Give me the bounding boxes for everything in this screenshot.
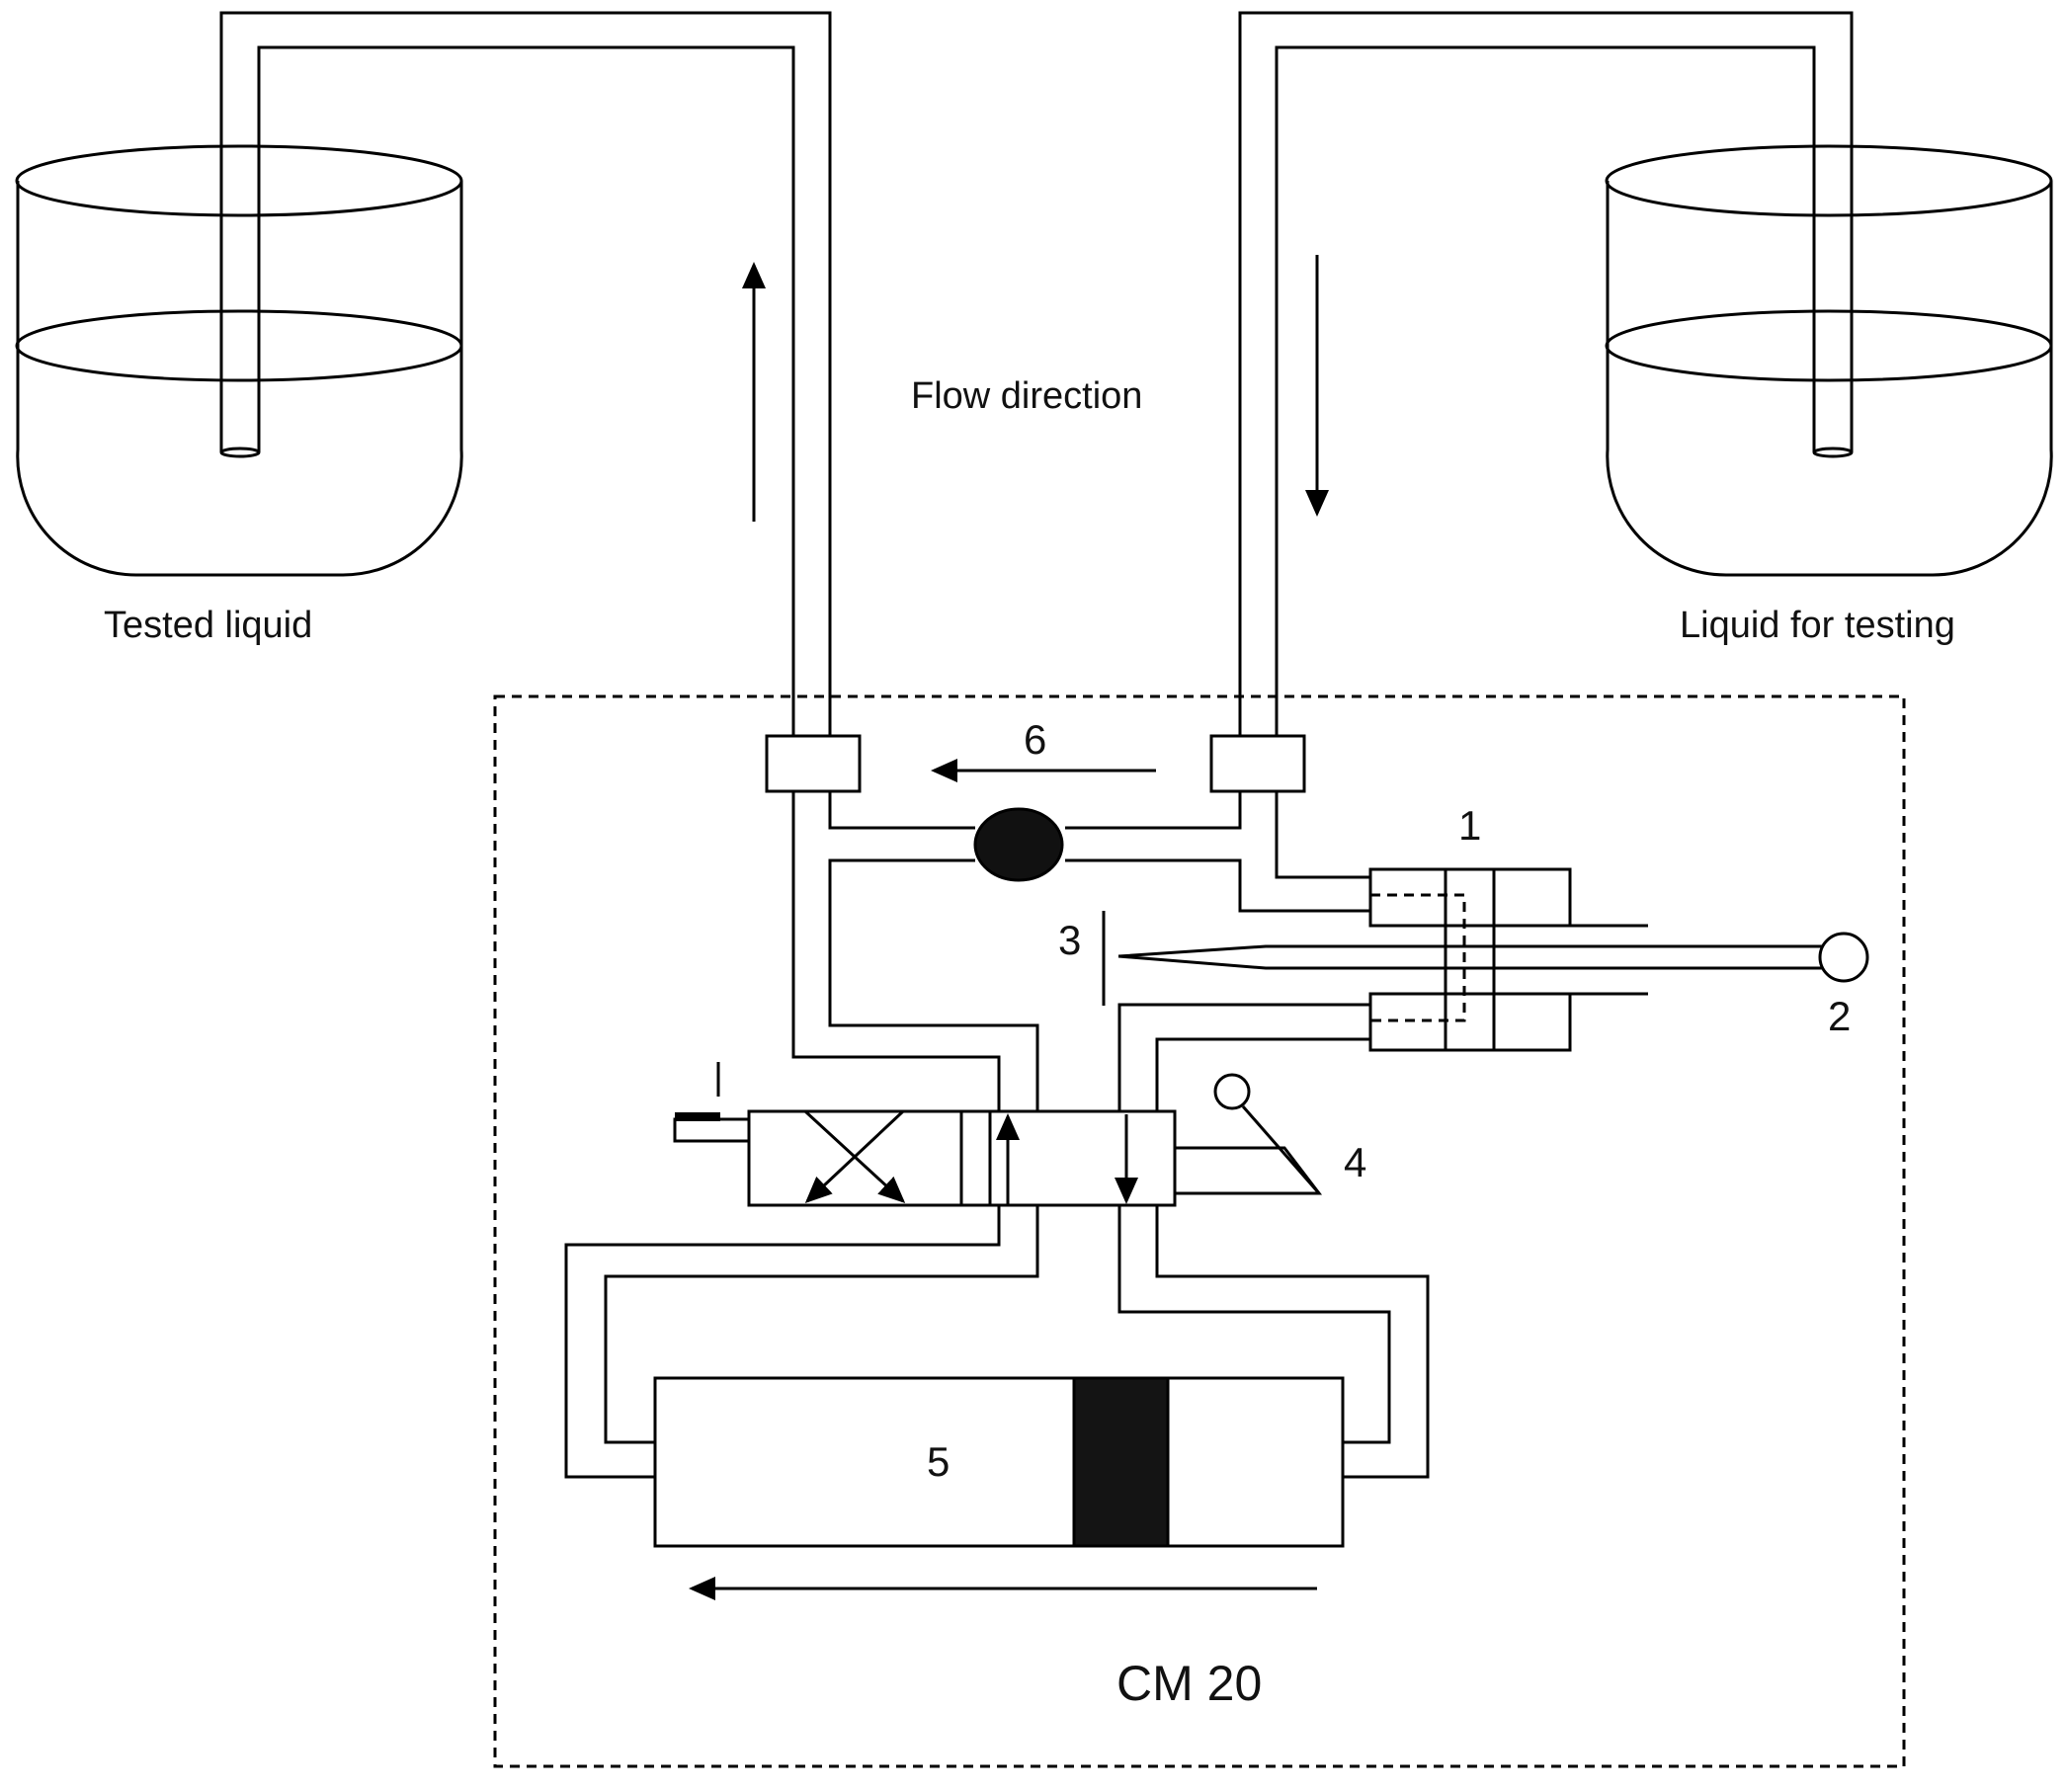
tested-liquid-tank: [15, 144, 463, 577]
seal-housing-1: [1368, 867, 1648, 1052]
cylinder-5: [653, 1376, 1345, 1548]
part-1-label: 1: [1458, 802, 1482, 849]
flow-direction-label: Flow direction: [911, 375, 1143, 417]
piston: [1072, 1376, 1170, 1548]
cm20-enclosure: [493, 694, 1906, 1768]
check-valve-ball: [973, 807, 1064, 882]
tested-liquid-label: Tested liquid: [104, 605, 313, 646]
device-name-label: CM 20: [1116, 1656, 1263, 1711]
part-6-label: 6: [1024, 716, 1047, 763]
part-3-label: 3: [1058, 917, 1082, 963]
liquid-for-testing-label: Liquid for testing: [1680, 605, 1955, 646]
left-coupling: [765, 734, 862, 793]
liquid-for-testing-tank: [1605, 144, 2053, 577]
right-coupling: [1209, 734, 1306, 793]
part-2-label: 2: [1828, 993, 1852, 1039]
directional-valve: [673, 1062, 1323, 1207]
part-4-label: 4: [1344, 1139, 1367, 1185]
left-pipe: [219, 11, 832, 736]
internal-piping: [564, 791, 1430, 1546]
needle-probe: [1102, 911, 1869, 1006]
right-pipe: [1238, 11, 1854, 736]
part-5-label: 5: [927, 1438, 950, 1485]
